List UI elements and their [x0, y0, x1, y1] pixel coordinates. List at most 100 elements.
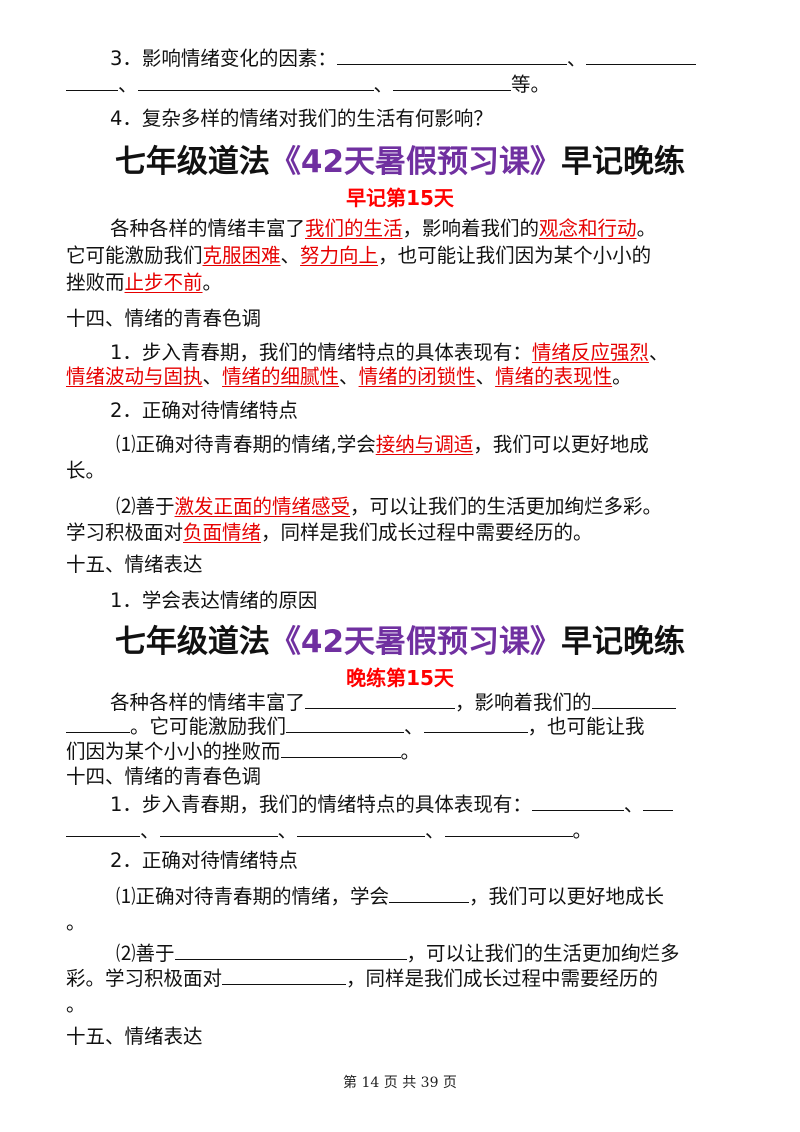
page-footer: 第 14 页 共 39 页: [343, 1075, 457, 1091]
text: ，我们可以更好地成长: [469, 885, 665, 908]
separator: 、: [339, 365, 359, 388]
text: 1．步入青春期，我们的情绪特点的具体表现有：: [110, 793, 532, 816]
morning-item-2a-line-1: ⑴正确对待青春期的情绪,学会接纳与调适，我们可以更好地成: [116, 432, 784, 458]
separator: 、: [373, 73, 394, 96]
answer-blank[interactable]: [66, 714, 130, 733]
evening-heading-15: 十五、情绪表达: [66, 1025, 203, 1048]
text: 。: [636, 217, 657, 240]
answer-text: 情绪的闭锁性: [358, 365, 476, 388]
text: 挫败而: [66, 271, 125, 294]
answer-blank[interactable]: [423, 714, 528, 733]
answer-blank[interactable]: [66, 818, 140, 837]
text: 1．步入青春期，我们的情绪特点的具体表现有：: [110, 341, 532, 364]
separator: 、: [118, 73, 138, 96]
answer-blank[interactable]: [159, 818, 278, 837]
text: 。它可能激励我们: [130, 715, 287, 738]
answer-text: 情绪反应强烈: [531, 341, 649, 364]
text: ⑴正确对待青春期的情绪，学会: [116, 885, 390, 908]
morning-paragraph-line-3: 挫败而止步不前。: [66, 270, 734, 296]
answer-blank[interactable]: [297, 818, 426, 837]
text: 它可能激励我们: [66, 244, 203, 267]
text: 各种各样的情绪丰富了: [110, 691, 306, 714]
answer-blank: [66, 72, 118, 91]
text: ，可以让我们的生活更加绚烂多: [406, 942, 680, 965]
title-part-a: 七年级道法: [114, 144, 270, 180]
answer-blank[interactable]: [222, 966, 347, 985]
text: 。: [202, 271, 223, 294]
title-part-a: 七年级道法: [114, 624, 270, 660]
answer-blank[interactable]: [286, 714, 405, 733]
morning-item-2b-line-2: 学习积极面对负面情绪，同样是我们成长过程中需要经历的。: [66, 520, 734, 546]
text: 们因为某个小小的挫败而: [66, 740, 281, 763]
evening-item-2b-line-2: 彩。学习积极面对 ，同样是我们成长过程中需要经历的: [66, 966, 734, 992]
morning-heading-15: 十五、情绪表达: [66, 553, 203, 576]
answer-text: 情绪的表现性: [495, 365, 613, 388]
text: 学习积极面对: [66, 521, 184, 544]
evening-item-1-line-2: 、、、。: [66, 818, 734, 844]
evening-title: 七年级道法《42天暑假预习课》早记晚练: [0, 622, 800, 662]
morning-item-1-line-2: 情绪波动与固执、情绪的细腻性、情绪的闭锁性、情绪的表现性。: [66, 364, 734, 390]
text: ，同样是我们成长过程中需要经历的: [346, 967, 659, 990]
morning-item-2a-line-2: 长。: [66, 459, 106, 482]
separator: 、: [648, 341, 669, 364]
separator: 、: [202, 365, 223, 388]
answer-blank: [336, 46, 567, 65]
answer-blank[interactable]: [591, 690, 676, 709]
text: 。: [400, 740, 421, 763]
separator: 、: [566, 47, 587, 70]
evening-item-1-line-1: 1．步入青春期，我们的情绪特点的具体表现有： 、: [110, 792, 778, 818]
answer-blank: [393, 72, 512, 91]
answer-blank[interactable]: [305, 690, 456, 709]
answer-blank[interactable]: [280, 739, 401, 758]
text: 、: [280, 244, 301, 267]
answer-blank: [586, 46, 697, 65]
answer-text: 观念和行动: [539, 217, 637, 240]
text: 。: [572, 819, 593, 842]
answer-text: 负面情绪: [183, 521, 262, 544]
morning-item-2: 2．正确对待情绪特点: [110, 399, 298, 422]
evening-item-2b-line-1: ⑵善于，可以让我们的生活更加绚烂多: [116, 941, 784, 967]
morning-item-2b-line-1: ⑵善于激发正面的情绪感受，可以让我们的生活更加绚烂多彩。: [116, 494, 784, 520]
text: ，可以让我们的生活更加绚烂多彩。: [350, 495, 663, 518]
evening-item-2b-line-3: 。: [66, 993, 86, 1016]
morning-paragraph-line-1: 各种各样的情绪丰富了我们的生活，影响着我们的观念和行动。: [110, 216, 778, 242]
question-3-line-1: 3．影响情绪变化的因素： 、: [110, 46, 778, 72]
separator: 、: [277, 819, 298, 842]
separator: 、: [475, 365, 496, 388]
evening-item-2a-line-2: 。: [66, 911, 86, 934]
separator: 、: [140, 819, 160, 842]
morning-title: 七年级道法《42天暑假预习课》早记晚练: [0, 142, 800, 182]
evening-paragraph-line-3: 们因为某个小小的挫败而 。: [66, 739, 734, 765]
question-4: 4．复杂多样的情绪对我们的生活有何影响？: [110, 107, 493, 130]
morning-item-1-line-1: 1．步入青春期，我们的情绪特点的具体表现有：情绪反应强烈、: [110, 340, 778, 366]
morning-heading-14: 十四、情绪的青春色调: [66, 307, 262, 330]
title-part-c: 早记晚练: [561, 624, 686, 660]
answer-blank[interactable]: [174, 941, 407, 960]
answer-blank[interactable]: [444, 818, 573, 837]
evening-item-2a-line-1: ⑴正确对待青春期的情绪，学会 ，我们可以更好地成长: [116, 884, 784, 910]
morning-subtitle: 早记第15天: [346, 186, 454, 210]
answer-blank[interactable]: [531, 792, 624, 811]
text: ，影响着我们的: [455, 691, 592, 714]
text: ⑵善于: [116, 495, 175, 518]
evening-subtitle: 晚练第15天: [346, 666, 454, 690]
evening-item-2: 2．正确对待情绪特点: [110, 849, 298, 872]
answer-text: 我们的生活: [305, 217, 403, 240]
answer-text: 努力向上: [300, 244, 379, 267]
answer-text: 情绪波动与固执: [66, 365, 203, 388]
text: ⑴正确对待青春期的情绪,学会: [116, 433, 376, 456]
evening-heading-14: 十四、情绪的青春色调: [66, 765, 262, 788]
question-3-line-2: 、、等。: [66, 72, 734, 98]
evening-paragraph-line-2: 。它可能激励我们、，也可能让我: [66, 714, 734, 740]
text: ，也可能让我们因为某个小小的: [378, 244, 652, 267]
text: 彩。学习积极面对: [66, 967, 223, 990]
answer-text: 止步不前: [124, 271, 203, 294]
question-3-prefix: 3．影响情绪变化的因素：: [110, 47, 337, 70]
title-part-b: 《42天暑假预习课》: [269, 624, 562, 660]
answer-blank[interactable]: [389, 884, 470, 903]
answer-blank[interactable]: [643, 792, 674, 811]
separator: 、: [623, 793, 644, 816]
answer-blank: [137, 72, 374, 91]
morning-paragraph-line-2: 它可能激励我们克服困难、努力向上，也可能让我们因为某个小小的: [66, 243, 734, 269]
